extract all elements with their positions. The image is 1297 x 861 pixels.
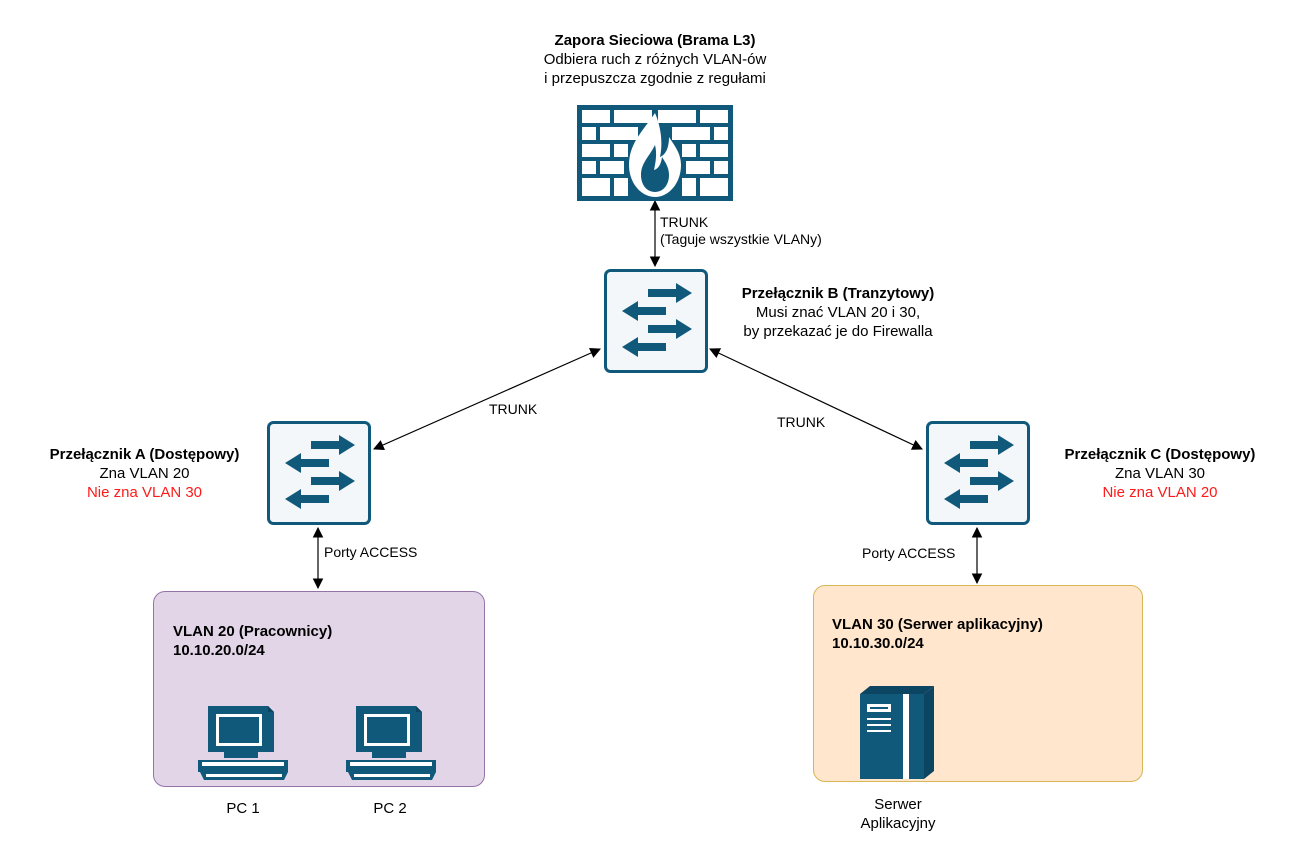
- vlan20-group: [153, 591, 485, 787]
- link-c-b-label: TRUNK: [777, 414, 826, 430]
- link-a-b-label: TRUNK: [489, 401, 538, 417]
- pc-2-label: PC 2: [373, 800, 407, 817]
- switch-a-unknown: Nie zna VLAN 30: [86, 484, 203, 501]
- switch-b-title: Przełącznik B (Tranzytowy): [741, 285, 935, 302]
- link-switch-a-switch-b: [373, 347, 601, 451]
- link-a-vlan20-label: Porty ACCESS: [324, 544, 418, 560]
- switch-a-icon[interactable]: [267, 421, 371, 525]
- switch-c-title: Przełącznik C (Dostępowy): [1064, 446, 1256, 463]
- switch-c-icon[interactable]: [926, 421, 1030, 525]
- firewall-label: Zapora Sieciowa (Brama L3) Odbiera ruch …: [455, 31, 855, 88]
- switch-c-label: Przełącznik C (Dostępowy) Zna VLAN 30 Ni…: [1026, 445, 1294, 502]
- vlan30-title: VLAN 30 (Serwer aplikacyjny): [832, 616, 1043, 633]
- firewall-line-1: Odbiera ruch z różnych VLAN-ów: [543, 51, 767, 68]
- switch-b-label: Przełącznik B (Tranzytowy) Musi znać VLA…: [703, 284, 973, 341]
- link-fw-b-label: TRUNK (Taguje wszystkie VLANy): [660, 214, 822, 248]
- switch-b-icon[interactable]: [604, 269, 708, 373]
- server-label-line-2: Aplikacyjny: [860, 815, 936, 832]
- vlan30-label: VLAN 30 (Serwer aplikacyjny) 10.10.30.0/…: [832, 615, 1043, 653]
- server-label-line-1: Serwer: [874, 796, 922, 813]
- server-label: Serwer Aplikacyjny: [833, 795, 963, 833]
- switch-c-known: Zna VLAN 30: [1114, 465, 1206, 482]
- switch-c-unknown: Nie zna VLAN 20: [1102, 484, 1218, 501]
- vlan20-title: VLAN 20 (Pracownicy): [173, 623, 333, 640]
- firewall-icon[interactable]: [577, 105, 733, 201]
- link-switch-c-switch-b: [709, 348, 923, 450]
- vlan30-subnet: 10.10.30.0/24: [832, 635, 924, 652]
- vlan20-subnet: 10.10.20.0/24: [173, 642, 265, 659]
- server-icon[interactable]: [860, 686, 934, 779]
- switch-a-known: Zna VLAN 20: [99, 465, 190, 482]
- link-c-vlan30-label: Porty ACCESS: [862, 545, 956, 561]
- switch-a-label: Przełącznik A (Dostępowy) Zna VLAN 20 Ni…: [12, 445, 277, 502]
- pc-1-label: PC 1: [226, 800, 260, 817]
- pc-1-icon[interactable]: [198, 706, 292, 780]
- link-fw-b-subtitle: (Taguje wszystkie VLANy): [660, 231, 822, 247]
- vlan20-label: VLAN 20 (Pracownicy) 10.10.20.0/24: [173, 622, 332, 660]
- switch-a-title: Przełącznik A (Dostępowy): [49, 446, 240, 463]
- switch-b-line-1: Musi znać VLAN 20 i 30,: [755, 304, 921, 321]
- firewall-line-2: i przepuszcza zgodnie z regułami: [544, 70, 766, 87]
- pc-2-icon[interactable]: [346, 706, 440, 780]
- switch-b-line-2: by przekazać je do Firewalla: [743, 323, 933, 340]
- link-fw-b-title: TRUNK: [660, 214, 709, 230]
- firewall-title: Zapora Sieciowa (Brama L3): [554, 32, 756, 49]
